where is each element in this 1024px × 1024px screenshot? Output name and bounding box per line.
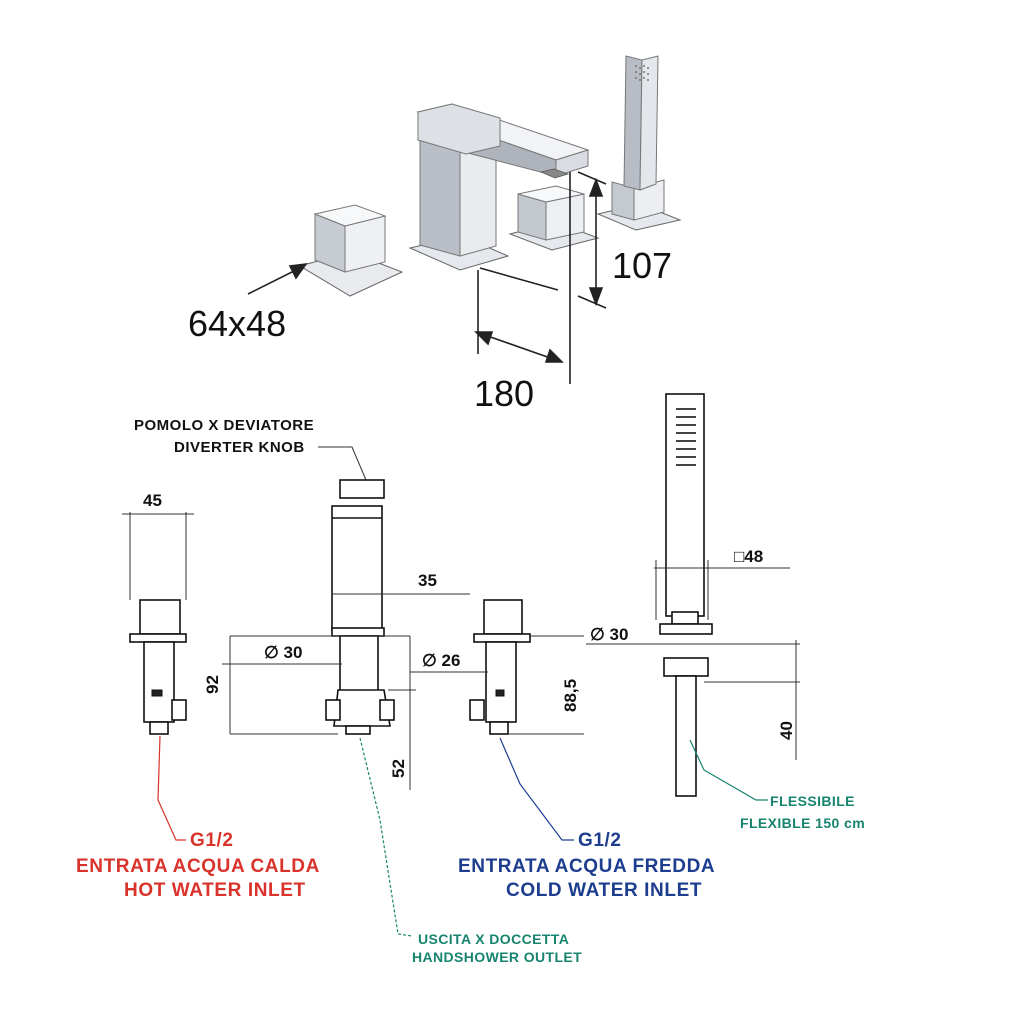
diameter-26-label: ∅ 26: [422, 651, 460, 670]
knob-left-top: [313, 204, 387, 227]
handshower-handle-side: [639, 55, 659, 191]
diverter-label-it: POMOLO X DEVIATORE: [134, 417, 314, 434]
diameter-30-left-label: ∅ 30: [264, 643, 302, 662]
spout-body-front: [419, 139, 461, 257]
height-92-label: 92: [203, 675, 222, 694]
faucet-3d-illustration: 64x48 107 180: [188, 55, 682, 414]
width-45-label: 45: [143, 491, 162, 510]
width-35-label: 35: [418, 571, 437, 590]
square-48-label: □48: [734, 547, 763, 566]
height-40-label: 40: [777, 721, 796, 740]
flex-leader-line: [689, 739, 768, 801]
cold-inlet-label-en: COLD WATER INLET: [506, 880, 702, 901]
flex-label-it: FLESSIBILE: [770, 793, 855, 809]
knob-right-top: [517, 185, 585, 203]
handshower-drawing: [659, 393, 713, 797]
diverter-leader-line: [318, 446, 367, 481]
diverter-label-en: DIVERTER KNOB: [174, 439, 305, 456]
cold-thread-label: G1/2: [578, 830, 622, 851]
hot-inlet-label-en: HOT WATER INLET: [124, 880, 306, 901]
cold-leader-line: [499, 737, 574, 841]
height-88-5-label: 88,5: [561, 679, 580, 712]
handshower-holder-side: [633, 179, 665, 221]
hot-thread-label: G1/2: [190, 830, 234, 851]
outlet-label-it: USCITA X DOCCETTA: [418, 931, 569, 947]
hot-leader-line: [157, 735, 186, 841]
top-dimension-lines: [247, 171, 607, 384]
knob-size-label: 64x48: [188, 303, 286, 344]
flex-label-en: FLEXIBLE 150 cm: [740, 815, 865, 831]
outlet-leader-line: [359, 737, 413, 937]
height-52-label: 52: [389, 759, 408, 778]
spout-head: [417, 103, 501, 155]
handshower-nozzles: [635, 65, 649, 81]
hot-inlet-label-it: ENTRATA ACQUA CALDA: [76, 856, 320, 877]
outlet-label-en: HANDSHOWER OUTLET: [412, 949, 582, 965]
diverter-body-drawing: 35: [325, 479, 470, 735]
cold-inlet-label-it: ENTRATA ACQUA FREDDA: [458, 856, 715, 877]
height-107-label: 107: [612, 245, 672, 286]
diameter-30-right-label: ∅ 30: [590, 625, 628, 644]
length-180-label: 180: [474, 373, 534, 414]
cold-knob-drawing: [469, 599, 531, 735]
handshower-handle-front: [623, 55, 643, 191]
hot-knob-drawing: 45: [122, 491, 194, 735]
spout-outlet: [539, 168, 570, 179]
